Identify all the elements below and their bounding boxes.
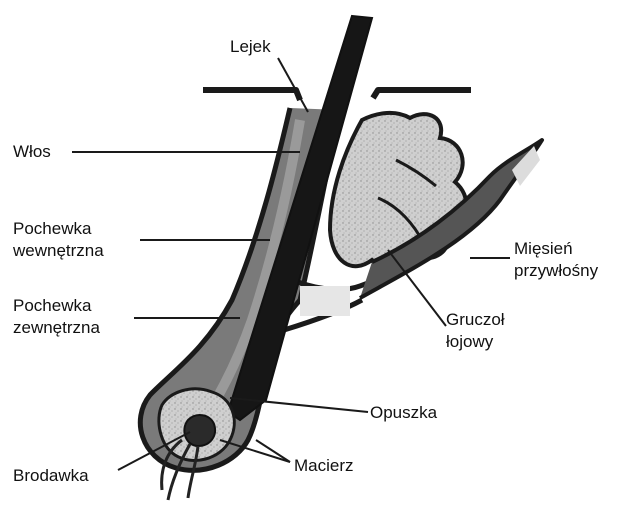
label-lejek: Lejek — [230, 36, 271, 58]
label-miesien-przywlosny: Mięsień przywłośny — [514, 238, 598, 282]
label-macierz: Macierz — [294, 455, 354, 477]
label-opuszka: Opuszka — [370, 402, 437, 424]
skin-surface-left — [203, 90, 300, 100]
leader-line-macierz-2 — [256, 440, 290, 462]
skin-surface-right — [373, 90, 471, 98]
label-pochewka-wewnetrzna: Pochewka wewnętrzna — [13, 218, 104, 262]
leader-line-lejek — [278, 58, 308, 112]
duct-light-band — [300, 286, 350, 316]
label-brodawka: Brodawka — [13, 465, 89, 487]
label-wlos: Włos — [13, 141, 51, 163]
dermal-papilla — [184, 415, 215, 446]
label-pochewka-zewnetrzna: Pochewka zewnętrzna — [13, 295, 100, 339]
label-gruczol-lojowy: Gruczoł łojowy — [446, 309, 505, 353]
